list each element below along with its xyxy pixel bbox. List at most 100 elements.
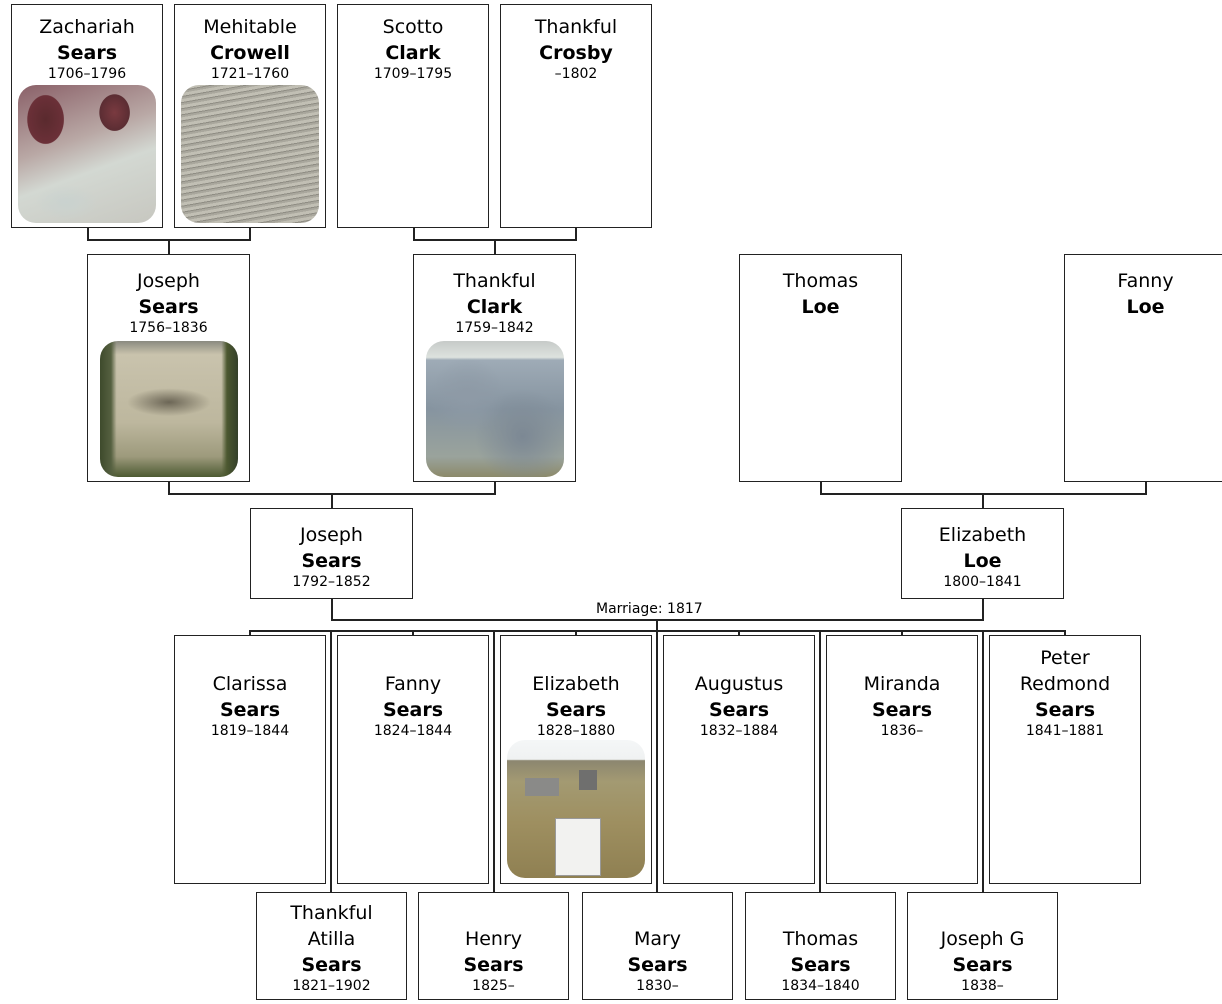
gravestone-photo xyxy=(507,740,645,878)
gravestone-photo xyxy=(100,341,238,477)
life-dates: –1802 xyxy=(554,66,598,82)
headstone-shape xyxy=(555,818,601,876)
surname: Sears xyxy=(952,954,1013,976)
surname: Sears xyxy=(708,699,770,721)
connector-line xyxy=(1064,630,1066,635)
connector-line xyxy=(901,630,903,635)
connector-line xyxy=(494,482,496,494)
surname: Sears xyxy=(56,42,118,64)
given-name: Joseph xyxy=(137,270,200,292)
given-name: Thomas xyxy=(782,928,859,950)
person-card-elizabeth-loe[interactable]: Elizabeth Loe 1800–1841 xyxy=(901,508,1064,599)
life-dates: 1841–1881 xyxy=(1025,723,1105,739)
child-card[interactable]: Peter Redmond Sears 1841–1881 xyxy=(989,635,1141,884)
child-card[interactable]: Elizabeth Sears 1828–1880 xyxy=(500,635,652,884)
life-dates: 1828–1880 xyxy=(536,723,616,739)
connector-line xyxy=(330,630,332,892)
person-card-scotto-clark[interactable]: Scotto Clark 1709–1795 xyxy=(337,4,489,228)
surname: Crowell xyxy=(210,42,290,64)
person-card-thomas-loe[interactable]: Thomas Loe xyxy=(739,254,902,482)
connector-line xyxy=(820,482,822,494)
surname: Sears xyxy=(790,954,851,976)
child-card[interactable]: Henry Sears 1825– xyxy=(418,892,569,1000)
life-dates: 1838– xyxy=(961,978,1004,994)
connector-line xyxy=(168,239,170,254)
given-name: Augustus xyxy=(694,673,784,695)
person-card-fanny-loe[interactable]: Fanny Loe xyxy=(1064,254,1222,482)
given-name: Peter Redmond xyxy=(1019,647,1111,695)
person-card-mehitable-crowell[interactable]: Mehitable Crowell 1721–1760 xyxy=(174,4,326,228)
surname: Loe xyxy=(801,296,840,318)
surname: Sears xyxy=(545,699,607,721)
child-card[interactable]: Miranda Sears 1836– xyxy=(826,635,978,884)
surname: Sears xyxy=(463,954,524,976)
person-card-thankful-clark[interactable]: Thankful Clark 1759–1842 xyxy=(413,254,576,482)
connector-line xyxy=(494,239,496,254)
connector-line xyxy=(656,630,658,892)
child-card[interactable]: Augustus Sears 1832–1884 xyxy=(663,635,815,884)
child-card[interactable]: Joseph G Sears 1838– xyxy=(907,892,1058,1000)
surname: Sears xyxy=(871,699,933,721)
connector-line xyxy=(412,630,414,635)
given-name: Elizabeth xyxy=(532,673,620,695)
headstone-shape xyxy=(525,778,559,796)
surname: Sears xyxy=(627,954,688,976)
given-name: Thomas xyxy=(782,270,859,292)
connector-line xyxy=(738,630,740,635)
life-dates: 1832–1884 xyxy=(699,723,779,739)
person-card-joseph-sears-elder[interactable]: Joseph Sears 1756–1836 xyxy=(87,254,250,482)
life-dates: 1830– xyxy=(636,978,679,994)
child-card[interactable]: Thankful Atilla Sears 1821–1902 xyxy=(256,892,407,1000)
surname: Crosby xyxy=(539,42,613,64)
surname: Loe xyxy=(963,550,1002,572)
gravestone-photo xyxy=(181,85,319,223)
surname: Sears xyxy=(382,699,444,721)
given-name: Elizabeth xyxy=(938,524,1027,546)
person-card-joseph-sears[interactable]: Joseph Sears 1792–1852 xyxy=(250,508,413,599)
given-name: Mary xyxy=(633,928,682,950)
surname: Sears xyxy=(138,296,199,318)
given-name: Fanny xyxy=(384,673,442,695)
child-card[interactable]: Fanny Sears 1824–1844 xyxy=(337,635,489,884)
given-name: Joseph G xyxy=(940,928,1025,950)
headstone-shape xyxy=(579,770,597,790)
gravestone-photo xyxy=(426,341,564,477)
connector-line xyxy=(656,619,658,631)
given-name: Thankful Atilla xyxy=(290,902,373,950)
connector-line xyxy=(331,493,333,508)
surname: Sears xyxy=(301,550,362,572)
connector-line xyxy=(575,630,577,635)
connector-line xyxy=(982,630,984,892)
connector-line xyxy=(87,228,89,240)
given-name: Fanny xyxy=(1117,270,1174,292)
connector-line xyxy=(249,630,251,635)
surname: Sears xyxy=(1034,699,1096,721)
life-dates: 1800–1841 xyxy=(943,574,1022,590)
child-card[interactable]: Mary Sears 1830– xyxy=(582,892,733,1000)
child-card[interactable]: Clarissa Sears 1819–1844 xyxy=(174,635,326,884)
given-name: Joseph xyxy=(300,524,363,546)
connector-line xyxy=(168,482,170,494)
connector-line xyxy=(575,228,577,240)
given-name: Thankful xyxy=(534,16,618,38)
given-name: Henry xyxy=(464,928,523,950)
person-card-zachariah-sears[interactable]: Zachariah Sears 1706–1796 xyxy=(11,4,163,228)
connector-line xyxy=(819,630,821,892)
gravestone-photo xyxy=(18,85,156,223)
surname: Sears xyxy=(219,699,281,721)
life-dates: 1721–1760 xyxy=(210,66,290,82)
person-card-thankful-crosby[interactable]: Thankful Crosby –1802 xyxy=(500,4,652,228)
life-dates: 1709–1795 xyxy=(373,66,453,82)
life-dates: 1792–1852 xyxy=(292,574,371,590)
life-dates: 1824–1844 xyxy=(373,723,453,739)
connector-line xyxy=(982,493,984,508)
child-card[interactable]: Thomas Sears 1834–1840 xyxy=(745,892,896,1000)
surname: Sears xyxy=(301,954,362,976)
connector-line xyxy=(249,228,251,240)
life-dates: 1836– xyxy=(880,723,924,739)
connector-line xyxy=(413,228,415,240)
life-dates: 1834–1840 xyxy=(781,978,860,994)
life-dates: 1759–1842 xyxy=(455,320,534,336)
surname: Clark xyxy=(385,42,441,64)
connector-line xyxy=(982,598,984,620)
